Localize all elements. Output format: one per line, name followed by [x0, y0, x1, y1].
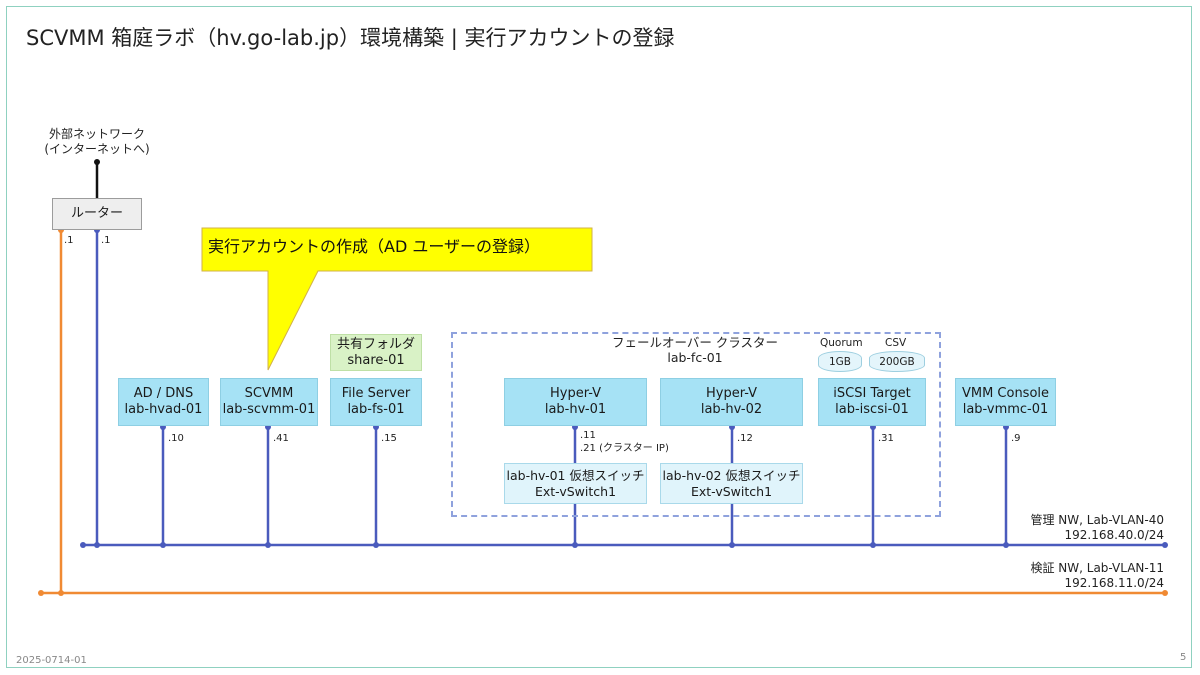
ip-scvmm: .41 [273, 433, 289, 444]
ip-iscsi: .31 [878, 433, 894, 444]
verify-nw-junction [58, 590, 64, 596]
router-mgmt-ip: .1 [101, 235, 111, 246]
cluster-title: フェールオーバー クラスター lab-fc-01 [611, 335, 779, 365]
page-title: SCVMM 箱庭ラボ（hv.go-lab.jp）環境構築 | 実行アカウントの登… [26, 26, 675, 50]
callout-text: 実行アカウントの作成（AD ユーザーの登録） [208, 237, 541, 256]
callout-shape [201, 227, 593, 371]
mgmt-network-label: 管理 NW, Lab-VLAN-40 192.168.40.0/24 [1030, 513, 1164, 542]
verify-nw-endpoint-right [1162, 590, 1168, 596]
external-network-label: 外部ネットワーク (インターネットへ) [44, 127, 150, 156]
ip-cluster: .21 (クラスター IP) [580, 443, 669, 454]
csv-disk: 200GB [869, 351, 925, 372]
ip-hyperv-02: .12 [737, 433, 753, 444]
page-number: 5 [1180, 652, 1187, 663]
verify-network-label: 検証 NW, Lab-VLAN-11 192.168.11.0/24 [1030, 561, 1164, 590]
doc-id: 2025-0714-01 [16, 655, 87, 666]
router-verify-ip: .1 [64, 235, 74, 246]
ip-hyperv-01: .11 [580, 430, 596, 441]
failover-cluster-group [451, 332, 941, 517]
verify-nw-endpoint-left [38, 590, 44, 596]
quorum-disk: 1GB [818, 351, 862, 372]
ip-file-server: .15 [381, 433, 397, 444]
router-box: ルーター [52, 198, 142, 230]
slide-frame [6, 6, 1192, 668]
ip-ad-dns: .10 [168, 433, 184, 444]
disk-label-quorum: Quorum [820, 337, 863, 349]
ip-vmm-console: .9 [1011, 433, 1021, 444]
disk-label-csv: CSV [885, 337, 907, 349]
